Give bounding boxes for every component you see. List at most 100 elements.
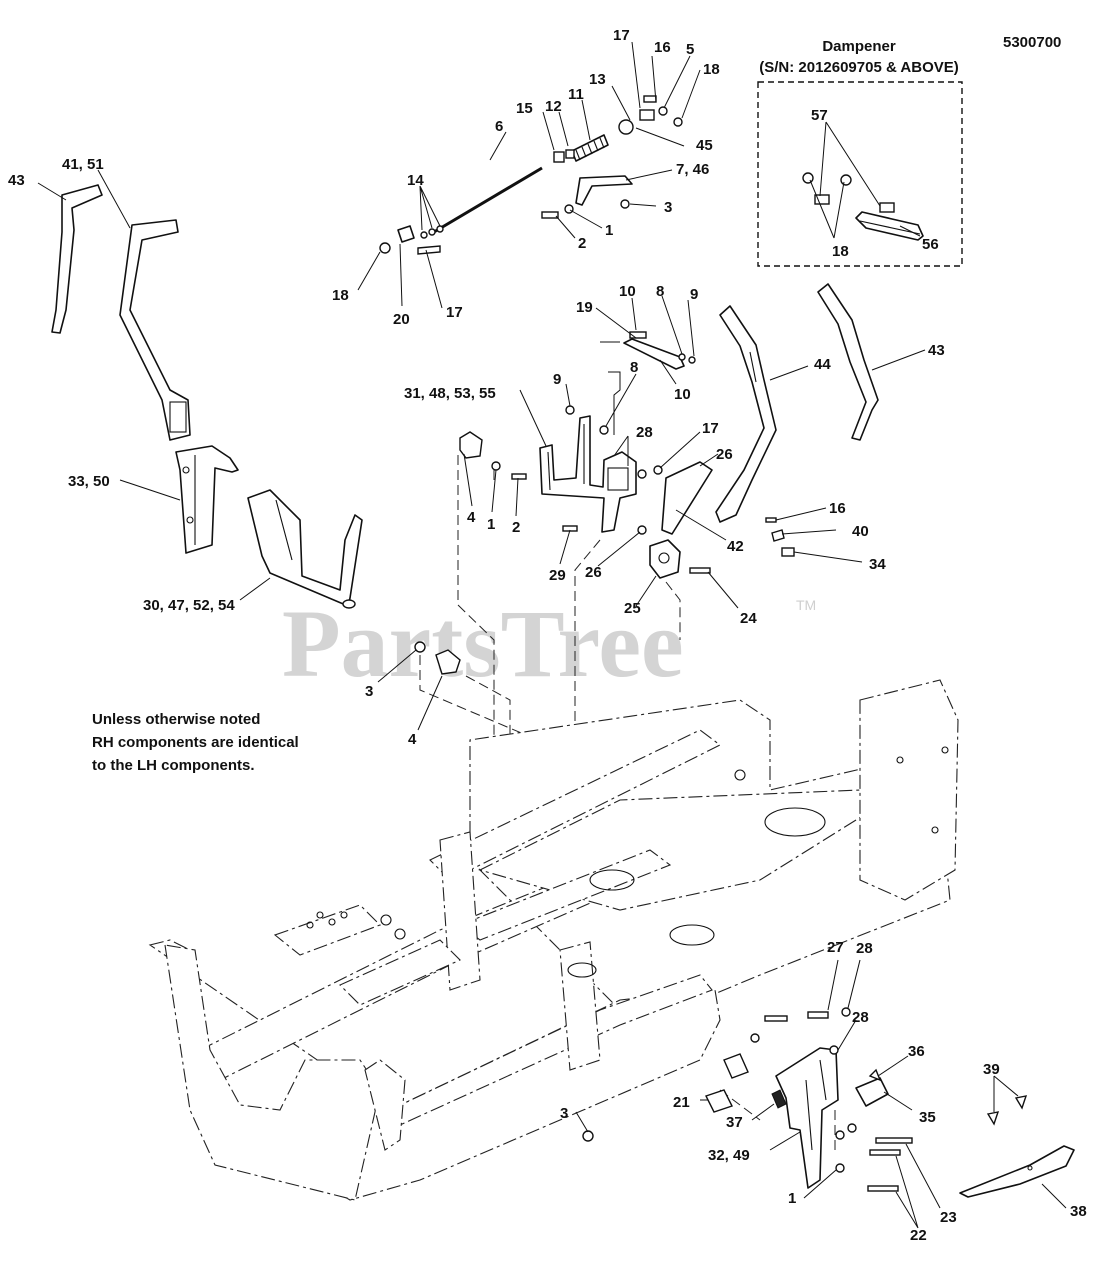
callout-16: 16 [829,500,846,517]
callout-24: 24 [740,610,757,627]
damper-assembly [600,331,696,435]
callout-18: 18 [332,287,349,304]
callout-42: 42 [727,538,744,555]
inset-title: Dampener [822,38,896,55]
callout-7-46: 7, 46 [676,161,709,178]
control-handle-left-arm [119,219,191,441]
callout-19: 19 [576,299,593,316]
callout-45: 45 [696,137,713,154]
callout-17: 17 [446,304,463,321]
bushing [459,431,483,459]
callout-12: 12 [545,98,562,115]
callout-10: 10 [619,283,636,300]
callout-labels: 17 16 5 18 13 15 12 11 6 45 7, 46 3 14 2… [8,27,1087,1244]
note-line: Unless otherwise noted [92,711,260,728]
inset-border [757,81,963,267]
flange-bearing [649,539,681,579]
callout-9: 9 [553,371,561,388]
damper-cylinder [855,211,924,241]
diagram-id: 5300700 [1003,34,1061,51]
callout-39: 39 [983,1061,1000,1078]
callout-44: 44 [814,356,831,373]
stop-plate [661,461,713,535]
callout-3: 3 [365,683,373,700]
callout-37: 37 [726,1114,743,1131]
note-line: to the LH components. [92,757,255,774]
callout-1: 1 [487,516,495,533]
control-mount-center [459,405,713,579]
callout-8: 8 [656,283,664,300]
watermark-trademark: TM [796,597,816,613]
callout-20: 20 [393,311,410,328]
callout-1: 1 [788,1190,796,1207]
callout-18: 18 [703,61,720,78]
nut-3 [414,641,426,653]
callout-31-48-53-55: 31, 48, 53, 55 [404,385,496,402]
inset-subtitle: (S/N: 2012609705 & ABOVE) [759,59,959,76]
spacer-21a [723,1053,749,1079]
handle-hardware [765,517,795,557]
callout-43: 43 [8,172,25,189]
spring-37 [771,1089,787,1109]
pivot-bracket-lower [705,1007,913,1192]
callout-26: 26 [716,446,733,463]
callout-16: 16 [654,39,671,56]
callout-2: 2 [512,519,520,536]
callout-40: 40 [852,523,869,540]
callout-35: 35 [919,1109,936,1126]
callout-57: 57 [811,107,828,124]
callout-27: 27 [827,939,844,956]
callout-30-47-52-54: 30, 47, 52, 54 [143,597,235,614]
callout-6: 6 [495,118,503,135]
callout-4: 4 [467,509,476,526]
callout-41-51: 41, 51 [62,156,104,173]
callout-26: 26 [585,564,602,581]
callout-10: 10 [674,386,691,403]
spring [553,95,683,163]
callout-23: 23 [940,1209,957,1226]
callout-22: 22 [910,1227,927,1244]
bolt-23 [875,1137,913,1144]
linkage-rod [379,166,545,255]
callout-43: 43 [928,342,945,359]
callout-14: 14 [407,172,424,189]
callout-8: 8 [630,359,638,376]
rod-end [397,225,415,243]
callout-17: 17 [613,27,630,44]
callout-33-50: 33, 50 [68,473,110,490]
callout-1: 1 [605,222,613,239]
callout-17: 17 [702,420,719,437]
callout-34: 34 [869,556,886,573]
callout-28: 28 [856,940,873,957]
note-line: RH components are identical [92,734,299,751]
callout-25: 25 [624,600,641,617]
cover-panel [582,1095,1075,1198]
callout-18: 18 [832,243,849,260]
callout-15: 15 [516,100,533,117]
spring-bracket [541,175,633,219]
control-handle-left-grip [51,184,103,334]
callout-36: 36 [908,1043,925,1060]
callout-3: 3 [664,199,672,216]
leader-lines [37,41,1067,1229]
bushing-4 [435,649,461,675]
callout-28: 28 [636,424,653,441]
callout-11: 11 [568,86,584,103]
control-handle-right-arm [715,305,777,523]
chassis-frame [148,679,959,1201]
callout-2: 2 [578,235,586,252]
callout-29: 29 [549,567,566,584]
callout-4: 4 [408,731,417,748]
callout-38: 38 [1070,1203,1087,1220]
control-handle-right-grip [817,283,879,441]
callout-21: 21 [673,1094,690,1111]
callout-3: 3 [560,1105,568,1122]
callout-56: 56 [922,236,939,253]
callout-28: 28 [852,1009,869,1026]
assembly-note: Unless otherwise noted RH components are… [92,711,299,774]
callout-9: 9 [690,286,698,303]
mount-bracket-left [175,445,239,554]
control-shaft-left [247,489,363,609]
bolt-27 [807,1011,829,1019]
